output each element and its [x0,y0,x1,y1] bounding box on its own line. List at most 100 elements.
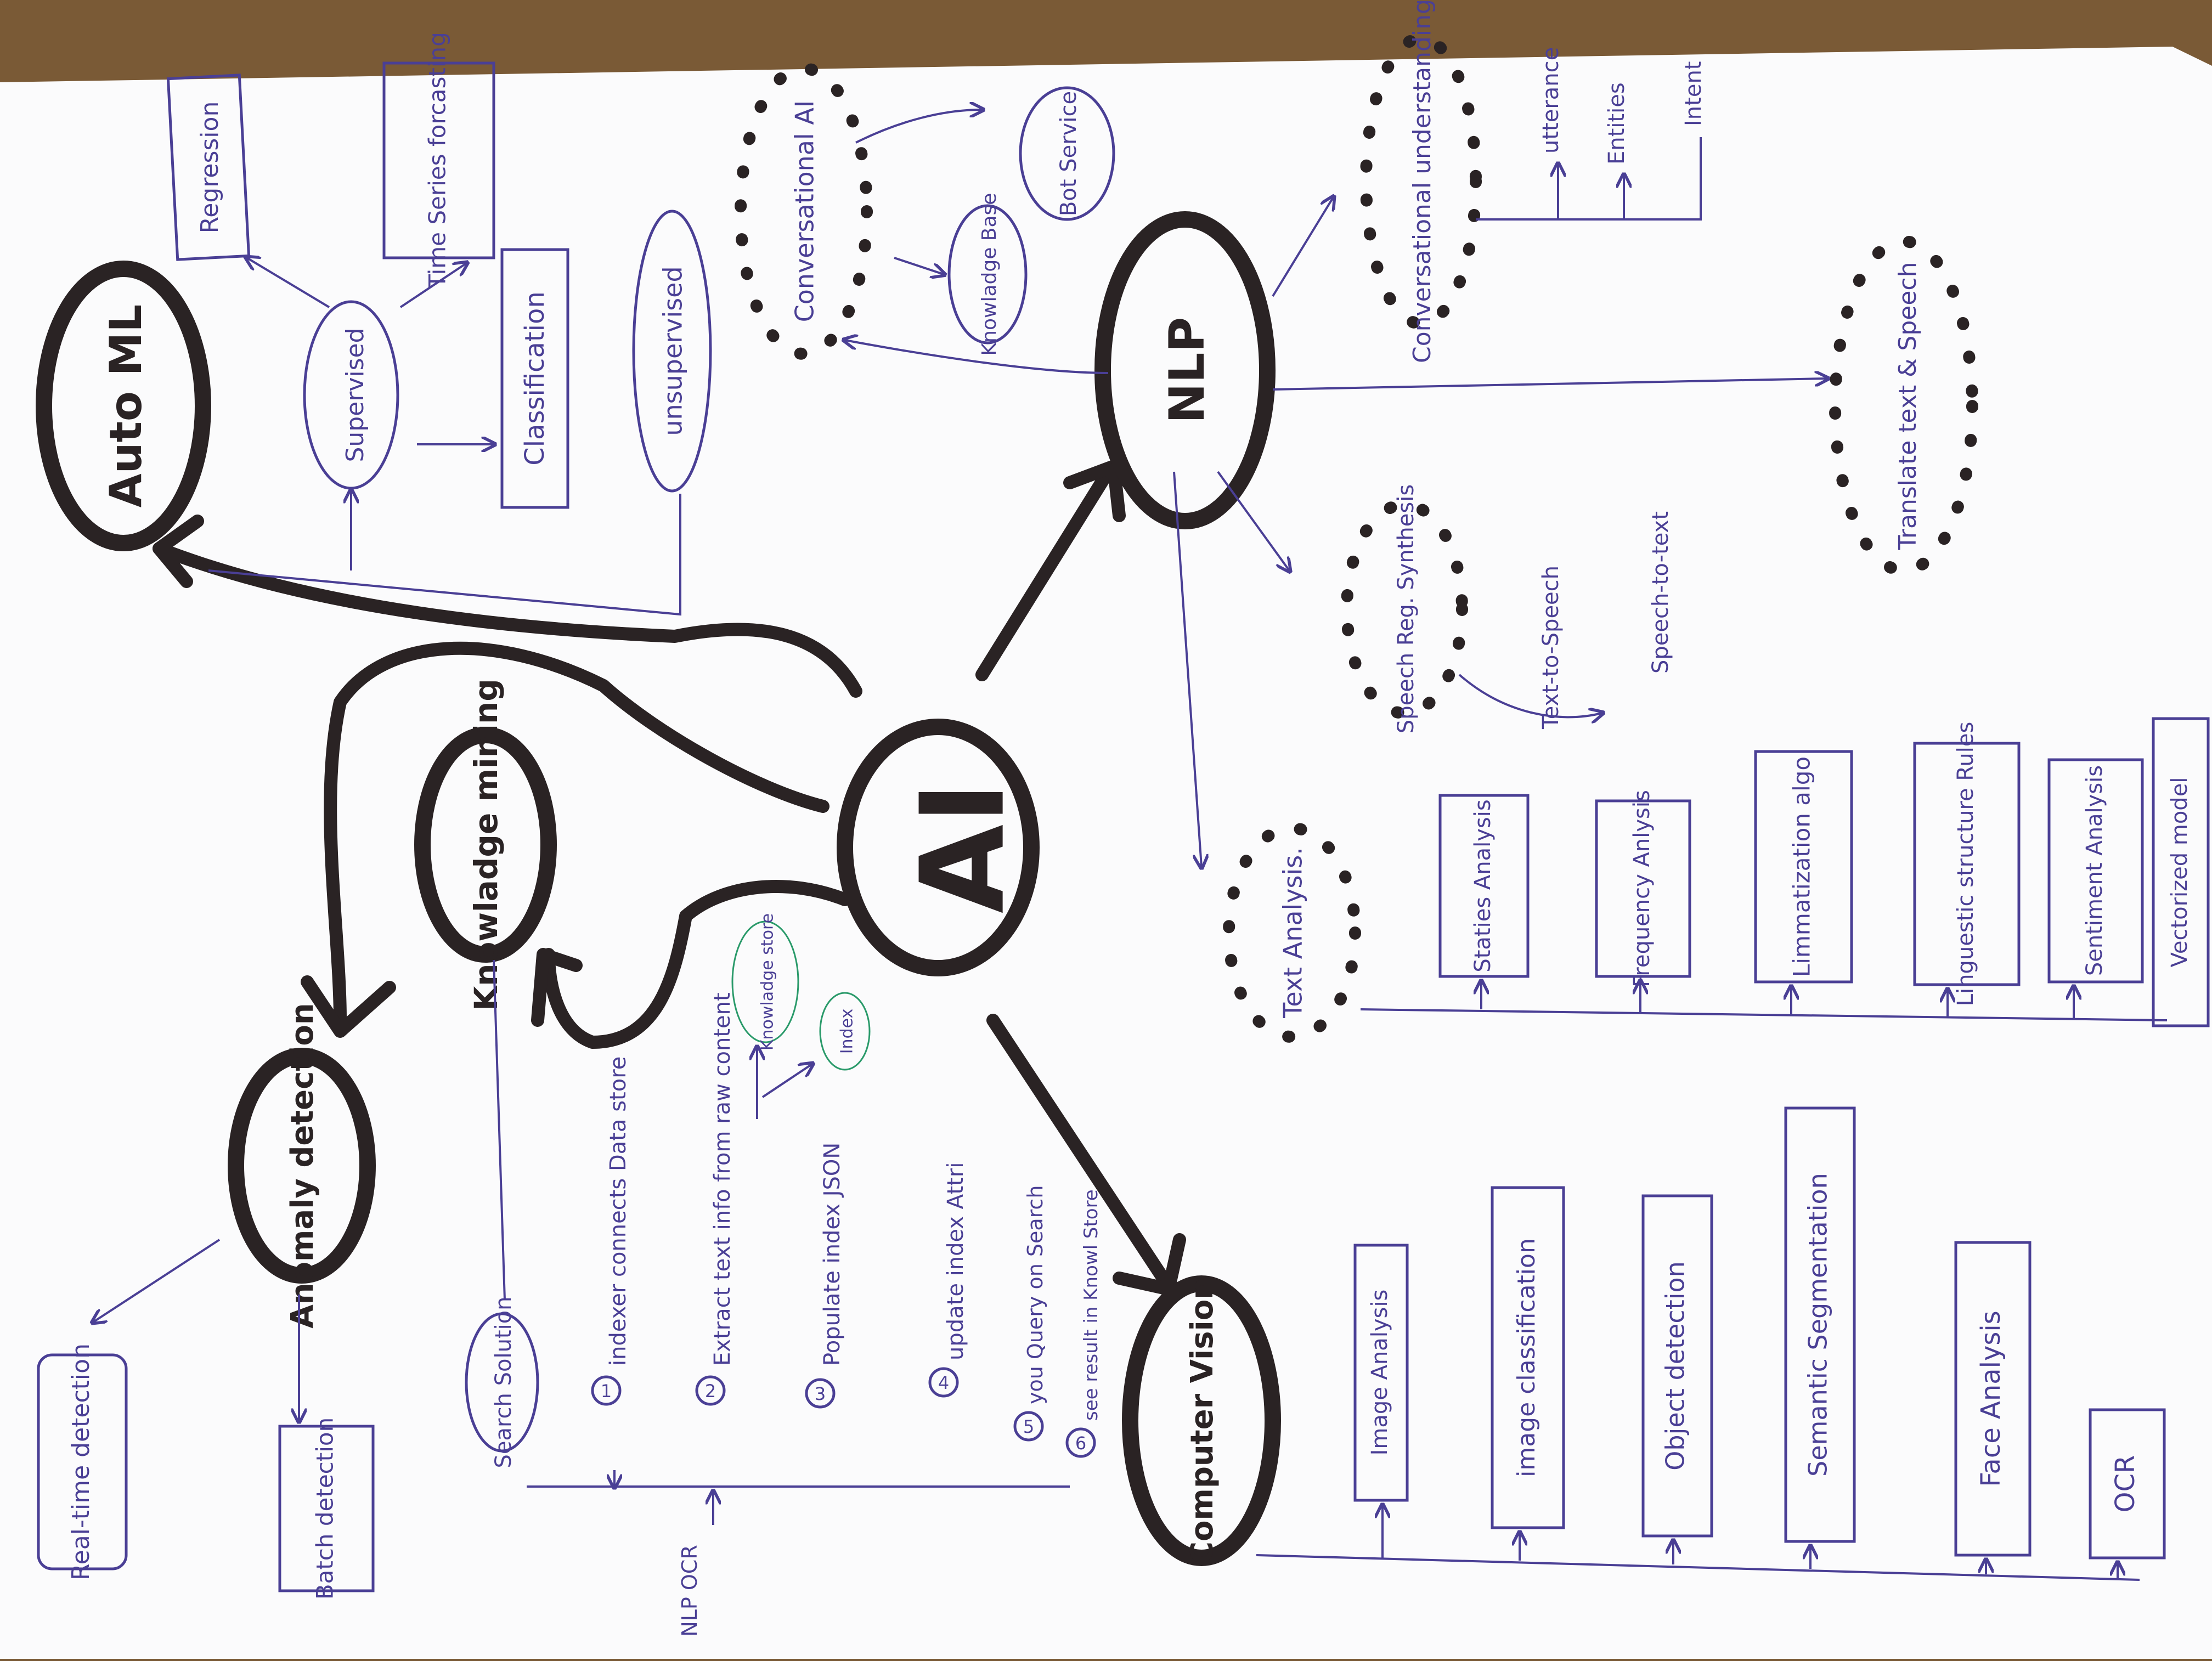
realtime-label: Real-time detection [67,1343,95,1580]
knowledge-store-node [731,920,799,1043]
knowledge-base-node [947,204,1028,344]
step-6-text: see result in Knowl Store [1080,1189,1102,1421]
nlp-branch: NLP Conversational AI Knowladge Base Bot… [735,0,2210,1043]
unsupervised-node [632,210,712,493]
regression-box [166,74,251,261]
anomaly-circle [228,1048,376,1284]
speech-node [1341,499,1468,719]
supervised-label: Supervised [341,327,369,462]
analysis-item-box-4 [1913,742,2021,986]
text-to-speech-label: Text-to-Speech [1538,566,1564,730]
conversational-ai-node [735,63,873,360]
analysis-item-1: Staties Analysis [1470,799,1496,972]
analysis-item-box-3 [1754,750,1853,984]
vision-circle [1122,1275,1281,1566]
analysis-item-box-5 [2047,758,2144,984]
entities-label: Entities [1604,82,1629,165]
step-2-number: 2 [705,1381,716,1402]
analysis-item-3: Limmatization algo [1788,756,1815,977]
ai-hub-label: AI [896,782,1030,914]
step-4-badge [928,1367,959,1398]
step-1-text: indexer connects Data store [606,1057,631,1366]
time-series-box [382,61,495,259]
nlp-circle [1094,211,1276,529]
unsupervised-label: unsupervised [658,266,688,436]
time-series-label: Time Series forcasting [424,32,451,289]
search-solution-node [465,1312,539,1453]
text-analysis-label: Text Analysis. [1278,847,1308,1019]
text-analysis-node [1223,822,1361,1043]
knowledge-mining-branch: Knowladge mining Search Solution 1 index… [414,679,1102,1637]
step-4-number: 4 [938,1372,949,1393]
classification-label: Classification [520,291,550,466]
vision-item-2: image classification [1513,1238,1541,1477]
intent-label: Intent [1681,61,1706,126]
knowledge-base-label: Knowladge Base [978,193,1001,356]
analysis-item-box-2 [1595,799,1691,978]
ai-hub-circle [837,719,1040,976]
bot-service-label: Bot Service [1056,91,1081,216]
analysis-item-box-1 [1438,794,1530,978]
automl-branch: Auto ML Supervised unsupervised Regressi… [36,32,712,616]
conv-understanding-label: Conversational understanding [1408,0,1436,363]
vision-item-box-6 [2089,1408,2166,1560]
paper-sheet [0,47,2212,1659]
vision-item-box-2 [1491,1186,1565,1529]
vision-item-3: Object detection [1661,1261,1690,1471]
regression-label: Regression [196,101,224,234]
translate-node [1829,235,1978,577]
knowledge-mining-label: Knowladge mining [467,679,505,1011]
step-2-badge [695,1375,726,1406]
vision-item-5: Face Analysis [1976,1310,2006,1487]
translate-label: Translate text & Speech [1894,262,1922,551]
analysis-item-2: Frequency Anlysis [1629,790,1655,987]
nlp-ocr-side-label: NLP OCR [678,1545,702,1636]
step-1-number: 1 [601,1381,612,1402]
vision-item-1: Image Analysis [1367,1290,1392,1456]
step-5-badge [1013,1411,1044,1442]
vision-label: Computer Vision [1184,1278,1220,1564]
nlp-label: NLP [1159,317,1215,423]
speech-to-text-label: Speech-to-text [1648,511,1673,674]
automl-circle [36,261,211,551]
vision-item-box-4 [1784,1106,1856,1543]
batch-label: Batch detection [312,1417,338,1600]
step-list: 1 indexer connects Data store 2 Extract … [591,992,1102,1487]
step-1-badge [591,1375,622,1406]
anomaly-label: Anomaly detection [285,1003,320,1328]
conv-understanding-node [1360,32,1482,330]
analysis-item-5: Sentiment Analysis [2082,765,2107,976]
step-6-badge [1065,1427,1096,1458]
index-node [819,992,871,1071]
vision-item-box-3 [1641,1194,1713,1538]
realtime-box [37,1353,128,1570]
speech-label: Speech Reg. Synthesis [1393,484,1419,733]
search-solution-label: Search Solution [491,1296,516,1468]
step-3-text: Populate index JSON [820,1143,845,1366]
vision-item-4: Semantic Segmentation [1803,1173,1833,1477]
step-3-badge [805,1378,836,1409]
step-5-number: 5 [1023,1416,1034,1437]
analysis-item-6: Vectorized model [2167,777,2192,968]
index-label: Index [838,1009,857,1054]
conversational-ai-label: Conversational AI [790,100,820,323]
anomaly-branch: Anomaly detection Real-time detection Ba… [37,1003,376,1600]
automl-label: Auto ML [100,304,151,508]
batch-box [278,1425,375,1592]
vision-item-box-5 [1954,1241,2032,1557]
classification-box [500,248,569,509]
step-4-text: update index Attri [943,1162,968,1360]
bot-service-node [1019,86,1115,221]
text-analysis-items: Staties Analysis Frequency Anlysis Limma… [1438,717,2210,1027]
analysis-item-box-6 [2152,717,2210,1027]
step-3-number: 3 [815,1383,826,1404]
knowledge-mining-circle [414,727,557,963]
utterance-label: utterance [1538,47,1564,154]
analysis-item-4: Linguestic structure Rules [1953,722,1978,1007]
step-5-text: you Query on Search [1023,1185,1047,1404]
vision-branch: Computer Vision Image Analysis image cla… [1122,1106,2166,1581]
vision-item-box-1 [1353,1244,1409,1502]
vision-items: Image Analysis image classification Obje… [1353,1106,2166,1580]
